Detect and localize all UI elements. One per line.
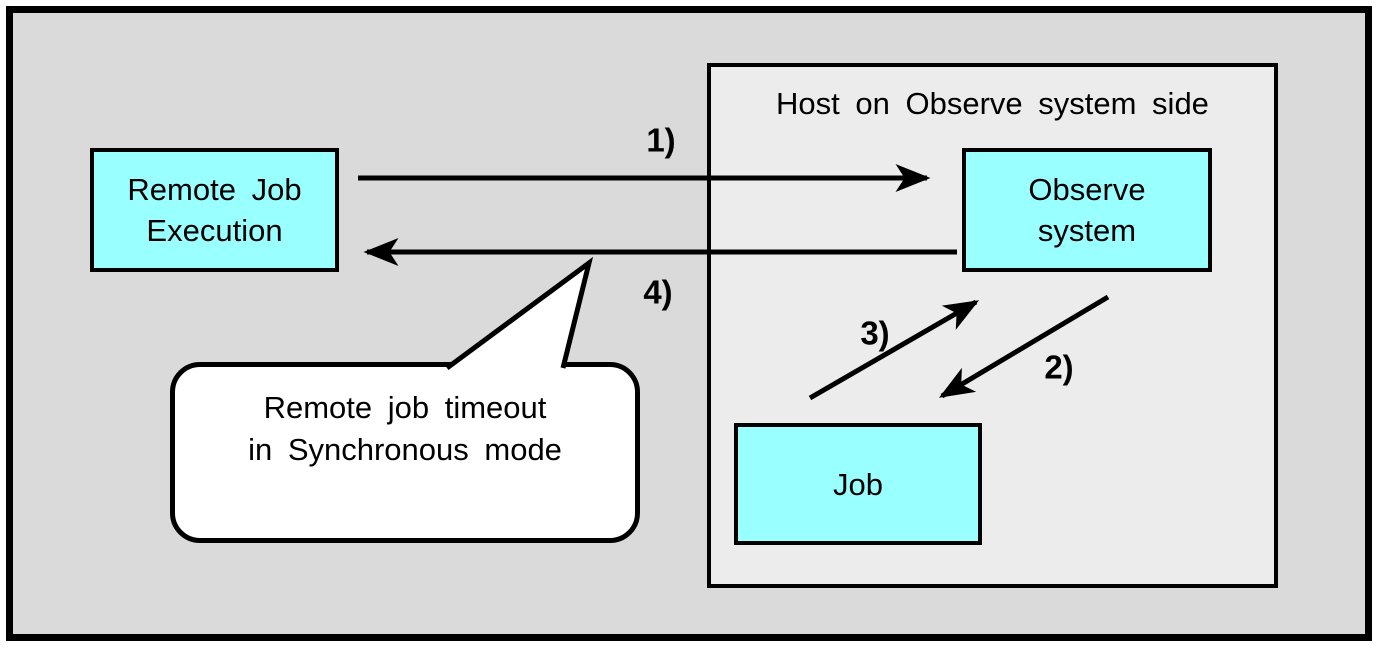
remote-job-execution-label-line1: Remote Job: [127, 172, 302, 207]
arrow-1-label: 1): [646, 121, 676, 159]
host-container-title: Host on Observe system side: [776, 86, 1209, 121]
arrow-3-label: 3): [860, 314, 890, 352]
observe-system-label-line1: Observe: [1028, 172, 1146, 207]
timeout-callout-line2: in Synchronous mode: [248, 432, 562, 467]
arrow-2-label: 2): [1044, 348, 1074, 386]
timeout-callout-bubble: Remote job timeout in Synchronous mode: [170, 362, 640, 543]
timeout-callout-line1: Remote job timeout: [263, 390, 547, 425]
observe-system-box: Observe system: [962, 148, 1212, 272]
timeout-callout-text: Remote job timeout in Synchronous mode: [175, 387, 635, 471]
job-label: Job: [833, 466, 883, 502]
remote-job-execution-label-line2: Execution: [146, 213, 283, 248]
arrow-4-label: 4): [643, 273, 673, 311]
remote-job-execution-box: Remote Job Execution: [90, 148, 339, 272]
observe-system-label-line2: system: [1037, 213, 1137, 248]
job-box: Job: [734, 423, 982, 545]
